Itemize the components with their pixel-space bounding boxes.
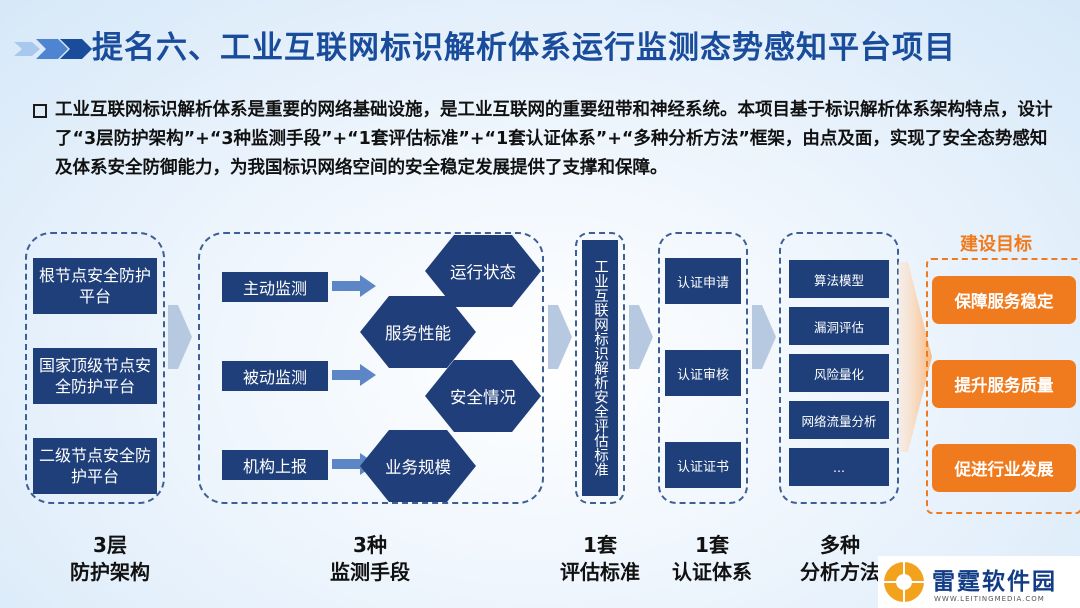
monitor-passive: 被动监测 — [222, 361, 328, 391]
title-arrow-icon — [14, 39, 92, 59]
analysis-traffic: 网络流量分析 — [789, 401, 889, 439]
arrow-right-icon — [332, 364, 376, 386]
goal-industry: 促进行业发展 — [932, 444, 1076, 492]
goal-arrow-icon — [898, 262, 932, 452]
tier-national: 国家顶级节点安全防护平台 — [33, 348, 157, 404]
caption-count: 3层 — [93, 533, 127, 557]
caption-analysis: 多种 分析方法 — [780, 532, 900, 586]
analysis-more: ... — [789, 448, 889, 486]
analysis-vulnerability: 漏洞评估 — [789, 307, 889, 345]
caption-count: 1套 — [583, 533, 617, 557]
tier-group — [25, 232, 165, 504]
caption-count: 1套 — [695, 533, 729, 557]
page-title: 提名六、工业互联网标识解析体系运行监测态势感知平台项目 — [92, 30, 956, 66]
caption-certification: 1套 认证体系 — [652, 532, 772, 586]
flow-arrow-icon — [752, 305, 776, 369]
cert-review: 认证审核 — [665, 350, 741, 396]
cert-apply: 认证申请 — [665, 258, 741, 304]
caption-label: 评估标准 — [560, 560, 640, 584]
caption-standard: 1套 评估标准 — [540, 532, 660, 586]
standard-box: 工业互联网标识解析安全评估标准 — [582, 240, 618, 496]
watermark: 雷霆软件园 WWW.LEITINGMEDIA.COM — [878, 556, 1080, 608]
goal-stability: 保障服务稳定 — [932, 276, 1076, 324]
watermark-url: WWW.LEITINGMEDIA.COM — [934, 595, 1045, 603]
flow-arrow-icon — [548, 305, 572, 369]
cert-certificate: 认证证书 — [665, 442, 741, 488]
monitor-report: 机构上报 — [222, 450, 328, 480]
caption-layers: 3层 防护架构 — [45, 532, 175, 586]
target-hex-scale: 业务规模 — [360, 430, 476, 502]
tier-secondary: 二级节点安全防护平台 — [33, 438, 157, 494]
caption-label: 认证体系 — [672, 560, 752, 584]
target-hex-performance: 服务性能 — [360, 296, 476, 368]
caption-label: 防护架构 — [70, 560, 150, 584]
monitor-active: 主动监测 — [222, 272, 328, 302]
tier-root: 根节点安全防护平台 — [33, 258, 157, 314]
analysis-risk: 风险量化 — [789, 354, 889, 392]
caption-label: 监测手段 — [330, 560, 410, 584]
arrow-right-icon — [332, 275, 376, 297]
goal-quality: 提升服务质量 — [932, 360, 1076, 408]
analysis-algorithm: 算法模型 — [789, 260, 889, 298]
bullet-square-icon — [33, 104, 47, 118]
flow-arrow-icon — [629, 305, 653, 369]
caption-count: 3种 — [353, 533, 387, 557]
caption-monitoring: 3种 监测手段 — [305, 532, 435, 586]
goals-group — [926, 258, 1080, 514]
caption-count: 多种 — [820, 533, 860, 557]
flow-arrow-icon — [168, 305, 192, 369]
watermark-logo-icon — [884, 562, 924, 602]
goals-title: 建设目标 — [960, 234, 1032, 255]
standard-group — [575, 232, 625, 504]
watermark-name: 雷霆软件园 — [932, 569, 1057, 595]
monitor-group — [198, 232, 544, 504]
intro-paragraph: 工业互联网标识解析体系是重要的网络基础设施，是工业互联网的重要纽带和神经系统。本… — [55, 100, 1053, 178]
caption-label: 分析方法 — [800, 560, 880, 584]
certification-group — [658, 232, 748, 504]
